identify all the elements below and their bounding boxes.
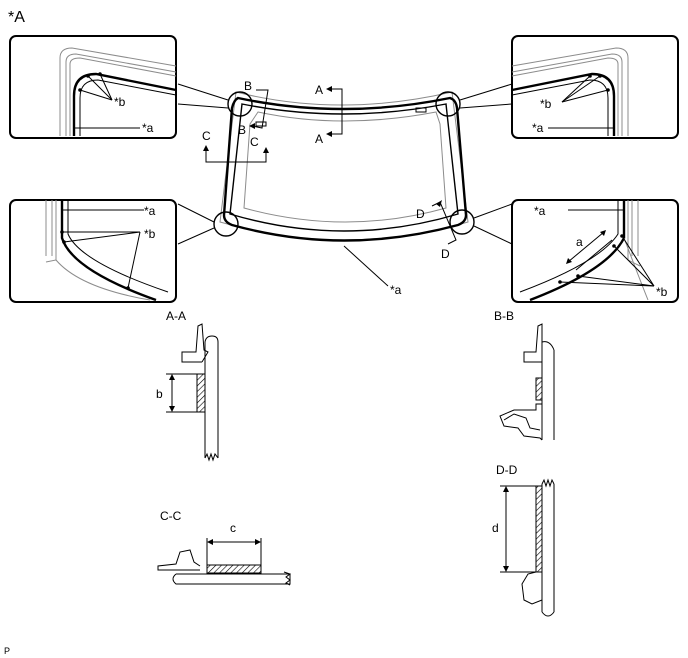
marker-a-bottom: A xyxy=(315,132,323,146)
callout-b-top-right: *b xyxy=(540,97,552,111)
callout-a-top-left: *a xyxy=(142,121,154,135)
callout-a-bottom-right: *a xyxy=(534,204,546,218)
callout-b-top-left: *b xyxy=(114,95,126,109)
marker-a-top: A xyxy=(315,83,323,97)
section-title-cc: C-C xyxy=(160,509,182,523)
footer-code: P xyxy=(4,646,10,656)
marker-b-top: B xyxy=(244,79,252,93)
detail-top-left xyxy=(9,35,177,139)
section-title-bb: B-B xyxy=(494,309,514,323)
marker-d-bottom: D xyxy=(441,247,450,261)
corner-circle-bottom-right xyxy=(449,209,475,235)
corner-circle-top-right xyxy=(435,91,461,117)
corner-circle-top-left xyxy=(227,91,253,117)
section-bb-drawing xyxy=(499,323,555,441)
dimension-label-b: b xyxy=(156,387,163,401)
marker-b-bottom: B xyxy=(238,123,246,137)
dimension-label-a: a xyxy=(576,235,583,249)
dimension-label-d: d xyxy=(492,521,499,535)
section-marker-b xyxy=(249,89,269,129)
glass-edge xyxy=(222,96,468,242)
adhesive-line xyxy=(229,103,459,232)
section-title-dd: D-D xyxy=(496,463,518,477)
section-marker-a xyxy=(326,86,343,137)
section-aa-drawing xyxy=(166,323,219,462)
section-dd-drawing xyxy=(500,478,555,617)
windshield-outline xyxy=(177,83,513,287)
figure-label: *A xyxy=(8,9,25,26)
section-marker-d xyxy=(431,200,457,245)
corner-circle-bottom-left xyxy=(213,211,239,237)
marker-d-top: D xyxy=(416,207,425,221)
callout-a-bottom-left: *a xyxy=(144,204,156,218)
dimension-label-c: c xyxy=(230,521,236,535)
callout-b-bottom-right: *b xyxy=(656,285,668,299)
detail-bottom-left xyxy=(9,199,177,303)
detail-top-right xyxy=(511,35,679,139)
detail-bottom-right xyxy=(511,199,679,303)
callout-a-main: *a xyxy=(390,283,402,297)
marker-c-right: C xyxy=(250,135,259,149)
marker-c-left: C xyxy=(202,129,211,143)
callout-a-top-right: *a xyxy=(532,121,544,135)
section-title-aa: A-A xyxy=(166,309,186,323)
section-marker-c xyxy=(203,145,269,163)
callout-b-bottom-left: *b xyxy=(144,227,156,241)
section-cc-drawing xyxy=(157,538,292,586)
